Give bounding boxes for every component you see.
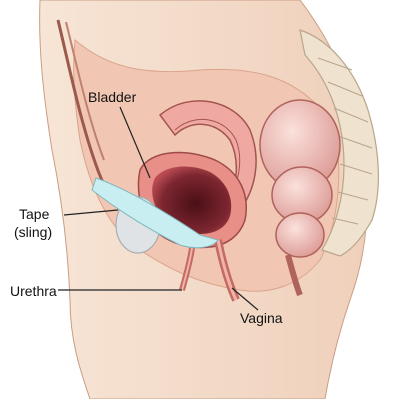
tape-label: Tape (19, 206, 49, 222)
vagina-label: Vagina (240, 310, 283, 326)
sling-label: (sling) (14, 224, 52, 240)
bladder-label: Bladder (88, 89, 136, 105)
urethra-label: Urethra (10, 283, 57, 299)
